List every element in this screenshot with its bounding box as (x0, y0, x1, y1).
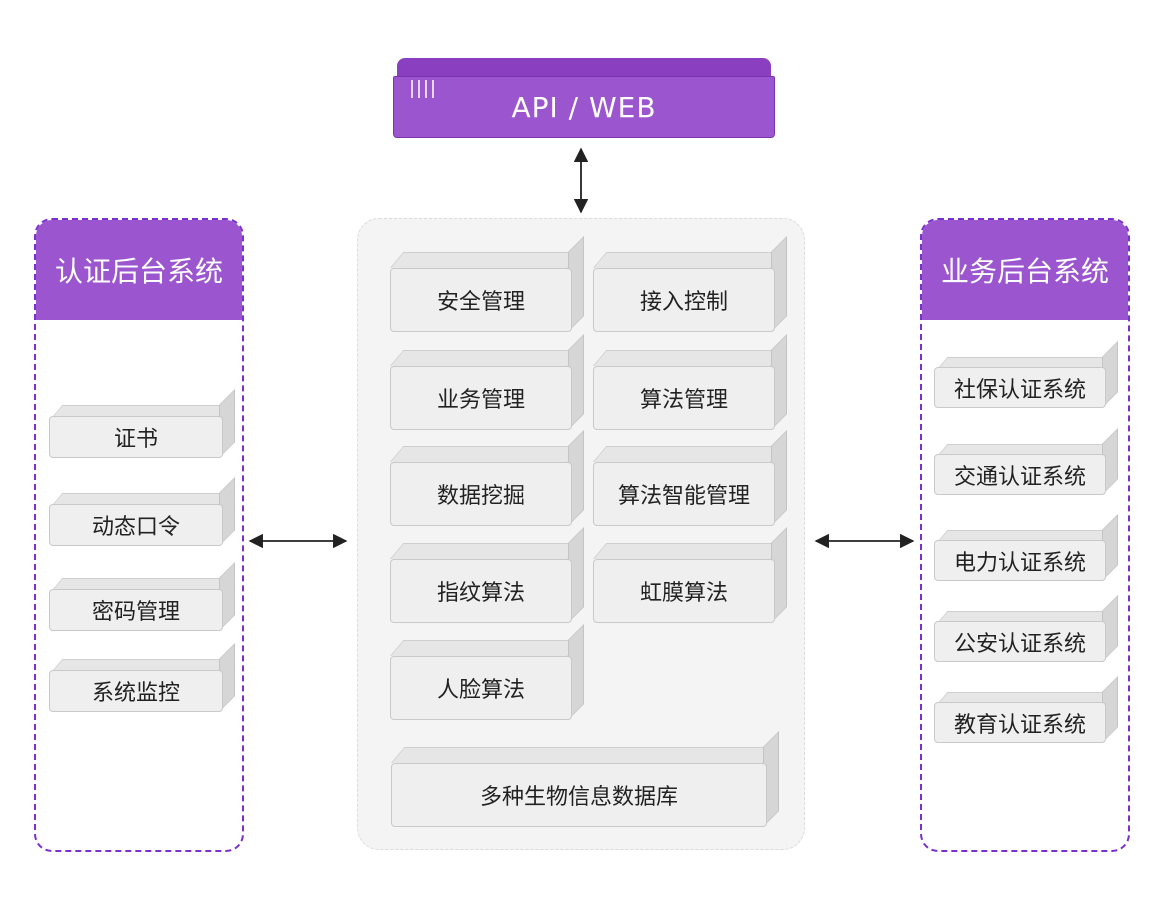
auth-backend-title-text: 认证后台系统 (54, 255, 223, 288)
api-web-banner: API / WEB (393, 76, 775, 138)
auth-backend-title: 认证后台系统 (36, 220, 242, 320)
api-stripes-icon (411, 80, 439, 100)
business-backend-title: 业务后台系统 (922, 220, 1128, 320)
auth-backend-panel: 认证后台系统 (34, 218, 244, 852)
api-web-label: API / WEB (511, 90, 657, 124)
business-backend-title-text: 业务后台系统 (940, 255, 1109, 288)
business-backend-panel: 业务后台系统 (920, 218, 1130, 852)
